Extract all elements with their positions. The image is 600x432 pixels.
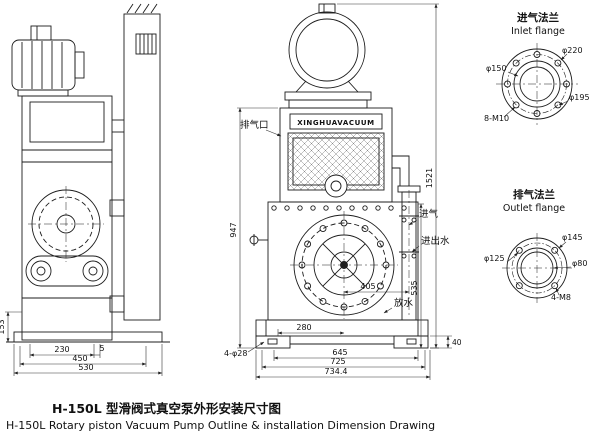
dim-535: 535 — [410, 280, 419, 295]
label-exhaust-port: 排气口 — [240, 119, 269, 131]
motor-front — [284, 3, 372, 109]
dim-5: 5 — [99, 344, 104, 353]
dim-40: 40 — [452, 338, 462, 347]
dim-1521: 1521 — [425, 168, 434, 188]
dim-947: 947 — [229, 222, 238, 237]
outlet-flange: 排气法兰 Outlet flange φ145 φ125 φ80 4-M8 — [484, 188, 587, 303]
dimensions-side — [5, 311, 163, 376]
drawing-title-cn: H-150L 型滑阀式真空泵外形安装尺寸图 — [52, 401, 281, 416]
outlet-dim-bore: φ80 — [572, 259, 587, 268]
dim-734: 734.4 — [325, 367, 348, 376]
label-drain-water: 放水 — [394, 297, 414, 309]
drawing-title-en: H-150L Rotary piston Vacuum Pump Outline… — [6, 419, 435, 432]
base-side — [6, 331, 170, 343]
outlet-flange-title-cn: 排气法兰 — [513, 188, 555, 201]
nameplate-text: XINGHUAVACUUM — [297, 119, 375, 127]
outlet-dim-bolt-spec: 4-M8 — [551, 293, 571, 302]
belt-guard — [123, 3, 161, 321]
label-water-in-out: 进出水 — [421, 235, 450, 247]
pump-cylinder-front — [249, 201, 419, 321]
inlet-flange-title-en: Inlet flange — [511, 26, 565, 37]
outlet-dim-bolt-circle: φ125 — [484, 254, 505, 263]
motor-side — [11, 25, 85, 97]
inlet-dim-outer: φ220 — [562, 46, 583, 55]
front-view — [249, 3, 429, 349]
front-callout-leaders — [247, 129, 420, 353]
label-gas-inlet: 进气 — [419, 208, 439, 220]
inlet-dim-bolt-spec: 8-M10 — [484, 114, 509, 123]
label-anchor-holes: 4-φ28 — [224, 349, 247, 358]
inlet-flange-title-cn: 进气法兰 — [517, 11, 559, 24]
inlet-flange: 进气法兰 Inlet flange φ220 φ150 φ195 8-M10 — [484, 11, 590, 125]
dim-230: 230 — [54, 345, 69, 354]
nameplate — [289, 113, 383, 130]
side-view — [6, 3, 170, 343]
dim-280: 280 — [296, 323, 311, 332]
base-front — [255, 319, 429, 349]
inlet-dim-bore: φ150 — [486, 64, 507, 73]
dimension-texts-side: 153 230 5 450 530 — [0, 319, 105, 372]
inlet-flange-leaders — [503, 53, 569, 118]
inlet-flange-drawing — [496, 43, 578, 125]
title-block: H-150L 型滑阀式真空泵外形安装尺寸图 H-150L Rotary pist… — [6, 401, 435, 432]
dim-405: 405 — [360, 282, 375, 291]
pump-body-side — [21, 95, 125, 341]
dimensions-front — [237, 3, 452, 380]
dim-530: 530 — [78, 363, 93, 372]
dim-645: 645 — [332, 348, 347, 357]
dimension-texts-front: 947 1521 405 535 280 645 725 734.4 40 — [229, 168, 462, 376]
outlet-dim-outer: φ145 — [562, 233, 583, 242]
inlet-dim-bolt-circle: φ195 — [569, 93, 590, 102]
outlet-flange-leaders — [506, 241, 572, 296]
dim-153: 153 — [0, 319, 6, 334]
outlet-flange-title-en: Outlet flange — [503, 203, 565, 214]
dim-725: 725 — [330, 357, 345, 366]
dim-450: 450 — [72, 354, 87, 363]
